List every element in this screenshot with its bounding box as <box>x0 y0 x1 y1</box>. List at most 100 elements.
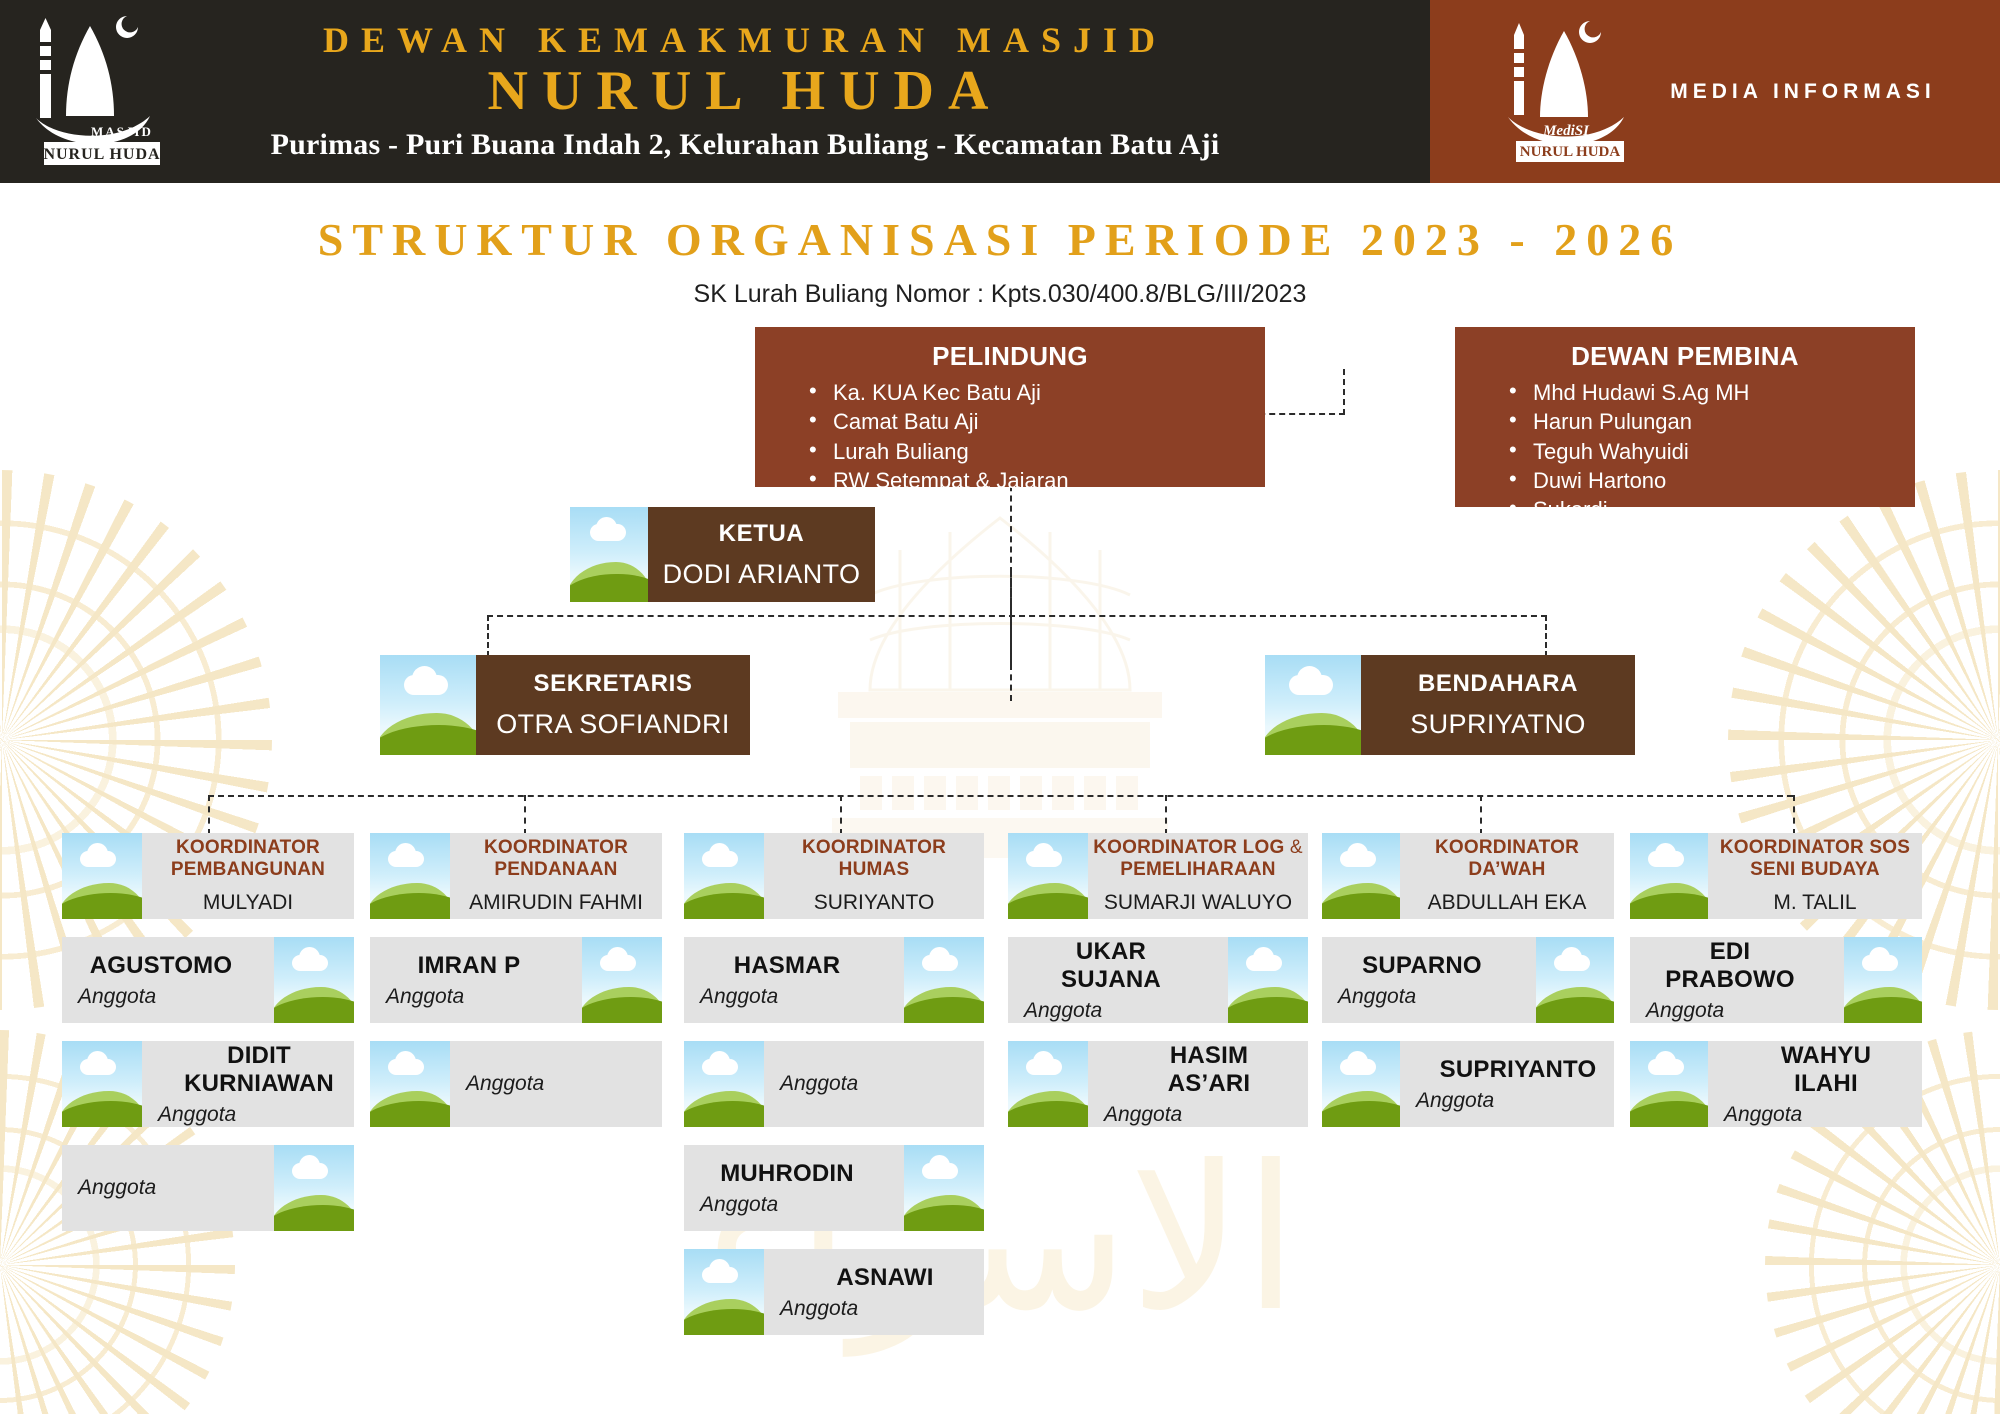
media-informasi-label: MEDIA INFORMASI <box>1670 79 1936 103</box>
member-photo-placeholder-5-1 <box>1536 937 1614 1023</box>
member-card-4-2: HASIM AS’ARI Anggota <box>1008 1041 1308 1127</box>
member-role-5-1: Anggota <box>1338 984 1417 1008</box>
member-role-2-2: Anggota <box>466 1072 545 1095</box>
coordinator-name-2: AMIRUDIN FAHMI <box>469 890 643 914</box>
member-card-1-3: Anggota <box>62 1145 354 1231</box>
bendahara-name: SUPRIYATNO <box>1410 709 1586 739</box>
member-body-4-2: HASIM AS’ARI Anggota <box>1088 1041 1308 1127</box>
member-role-1-1: Anggota <box>78 984 157 1008</box>
connector-sekretaris-drop <box>487 615 489 657</box>
member-role-1-2: Anggota <box>158 1102 237 1126</box>
member-photo-placeholder-3-3 <box>904 1145 984 1231</box>
svg-text:NURUL HUDA: NURUL HUDA <box>43 146 160 163</box>
pelindung-member-list: Ka. KUA Kec Batu Aji Camat Batu Aji Lura… <box>775 376 1245 495</box>
member-body-1-3: Anggota <box>62 1145 274 1231</box>
member-body-1-1: AGUSTOMO Anggota <box>62 937 274 1023</box>
banner-line-1: DEWAN KEMAKMURAN MASJID <box>323 19 1167 60</box>
member-name-5-2: SUPRIYANTO <box>1439 1055 1597 1083</box>
member-card-5-1: SUPARNO Anggota <box>1322 937 1614 1023</box>
ketua-role: KETUA <box>718 519 805 547</box>
list-item: Camat Batu Aji <box>809 405 1245 436</box>
connector-col-1-drop <box>208 795 210 835</box>
member-photo-placeholder-2-1 <box>582 937 662 1023</box>
bendahara-body: BENDAHARA SUPRIYATNO <box>1361 655 1635 755</box>
coordinator-role-4: KOORDINATOR LOG &PEMELIHARAAN <box>1093 837 1303 880</box>
sekretaris-card: SEKRETARIS OTRA SOFIANDRI <box>380 655 750 755</box>
member-body-5-1: SUPARNO Anggota <box>1322 937 1536 1023</box>
member-card-3-2: Anggota <box>684 1041 984 1127</box>
list-item: Lurah Buliang <box>809 434 1245 466</box>
pelindung-title: PELINDUNG <box>932 341 1088 371</box>
member-card-1-1: AGUSTOMO Anggota <box>62 937 354 1023</box>
coordinator-photo-placeholder-4 <box>1008 833 1088 919</box>
member-photo-placeholder-4-2 <box>1008 1041 1088 1127</box>
svg-text:NURUL HUDA: NURUL HUDA <box>1520 144 1621 160</box>
bendahara-card: BENDAHARA SUPRIYATNO <box>1265 655 1635 755</box>
coordinator-name-1: MULYADI <box>202 890 294 914</box>
sekretaris-body: SEKRETARIS OTRA SOFIANDRI <box>476 655 750 755</box>
bendahara-role: BENDAHARA <box>1417 670 1579 697</box>
connector-col-2-drop <box>524 795 526 835</box>
connector-col-6-drop <box>1793 795 1795 835</box>
member-name-6-1: EDI PRABOWO <box>1665 937 1795 993</box>
list-item: Duwi Hartono <box>1509 464 1895 495</box>
connector-col-4-drop <box>1165 795 1167 835</box>
member-body-3-2: Anggota <box>764 1041 984 1127</box>
coordinator-name-4: SUMARJI WALUYO <box>1103 890 1293 914</box>
coordinator-name-3: SURIYANTO <box>813 890 935 914</box>
member-name-2-1: IMRAN P <box>417 951 521 979</box>
banner-line-2: NURUL HUDA <box>487 60 1003 123</box>
ketua-card: KETUA DODI ARIANTO <box>570 507 875 602</box>
member-name-4-2: HASIM AS’ARI <box>1167 1041 1251 1097</box>
member-name-3-3: MUHRODIN <box>720 1159 854 1187</box>
member-photo-placeholder-1-1 <box>274 937 354 1023</box>
member-photo-placeholder-2-2 <box>370 1041 450 1127</box>
member-name-5-1: SUPARNO <box>1362 951 1482 979</box>
connector-pembina-drop <box>1343 369 1345 415</box>
member-role-3-2: Anggota <box>780 1072 859 1095</box>
list-item: Ka. KUA Kec Batu Aji <box>809 376 1245 407</box>
connector-col-3-drop <box>840 795 842 835</box>
member-name-1-1: AGUSTOMO <box>89 951 233 979</box>
bendahara-photo-placeholder <box>1265 655 1361 755</box>
member-photo-placeholder-1-3 <box>274 1145 354 1231</box>
pelindung-box: PELINDUNG Ka. KUA Kec Batu Aji Camat Bat… <box>755 327 1265 493</box>
list-item: Mhd Hudawi S.Ag MH <box>1509 376 1895 407</box>
org-chart: PELINDUNG Ka. KUA Kec Batu Aji Camat Bat… <box>0 325 2000 1414</box>
coordinator-name-6: M. TALIL <box>1773 890 1857 914</box>
member-photo-placeholder-6-1 <box>1844 937 1922 1023</box>
member-role-4-2: Anggota <box>1104 1102 1183 1126</box>
coordinator-photo-placeholder-1 <box>62 833 142 919</box>
coordinator-photo-placeholder-3 <box>684 833 764 919</box>
header-banner: MASJID NURUL HUDA DEWAN KEMAKMURAN MASJI… <box>0 0 2000 183</box>
member-card-2-2: Anggota <box>370 1041 662 1127</box>
list-item: Harun Pulungan <box>1509 405 1895 436</box>
list-item: Sukardi <box>1509 493 1895 524</box>
member-role-4-1: Anggota <box>1024 998 1103 1022</box>
member-photo-placeholder-5-2 <box>1322 1041 1400 1127</box>
